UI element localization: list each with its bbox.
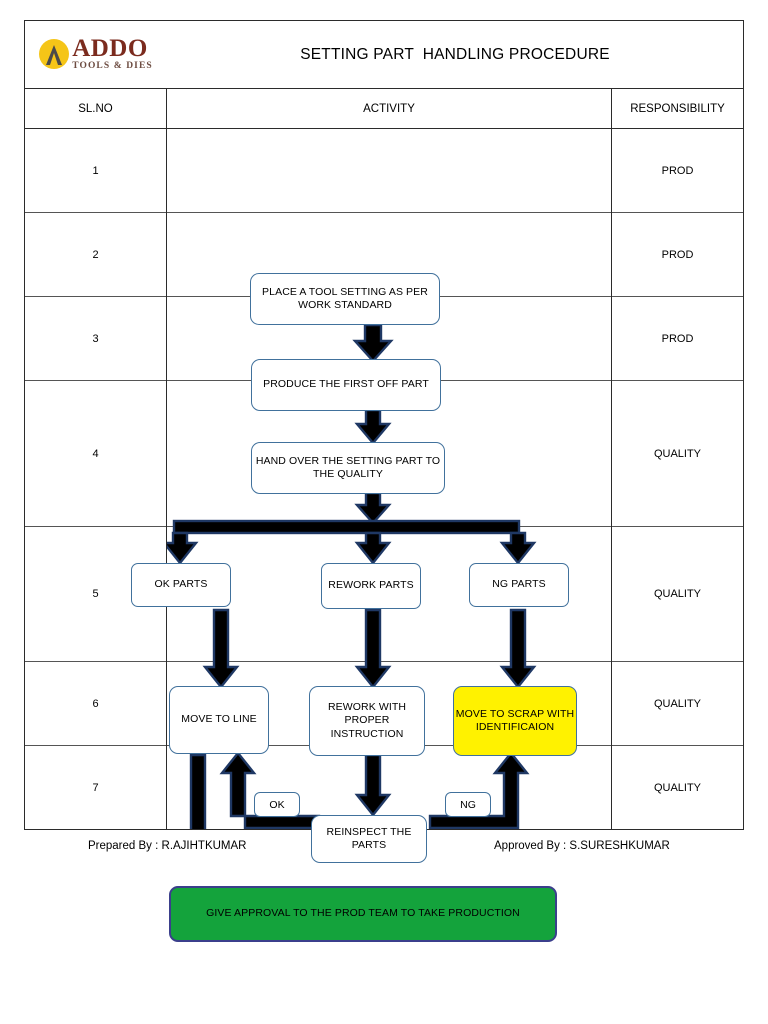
table-row: 3	[25, 297, 166, 381]
header-activity: ACTIVITY	[167, 89, 612, 128]
prepared-by: Prepared By : R.AJIHTKUMAR	[88, 840, 247, 852]
node-ng-parts[interactable]: NG PARTS	[469, 563, 569, 607]
table-row: 5	[25, 527, 166, 662]
column-slno: 1 2 3 4 5 6 7	[25, 129, 167, 829]
table-row: PROD	[612, 213, 743, 297]
column-responsibility: PROD PROD PROD QUALITY QUALITY QUALITY Q…	[612, 129, 743, 829]
table-row: QUALITY	[612, 381, 743, 527]
table-row: QUALITY	[612, 662, 743, 746]
node-give-approval[interactable]: GIVE APPROVAL TO THE PROD TEAM TO TAKE P…	[169, 886, 557, 942]
header-slno: SL.NO	[25, 89, 167, 128]
node-produce-first-off[interactable]: PRODUCE THE FIRST OFF PART	[251, 359, 441, 411]
table-row: 6	[25, 662, 166, 746]
document-title: SETTING PART HANDLING PROCEDURE	[300, 45, 610, 63]
node-rework-with-instruction[interactable]: REWORK WITH PROPER INSTRUCTION	[309, 686, 425, 756]
approved-by: Approved By : S.SURESHKUMAR	[494, 840, 670, 852]
document-footer: Prepared By : R.AJIHTKUMAR Approved By :…	[24, 840, 744, 864]
addo-mark-icon	[39, 38, 70, 69]
node-move-to-line[interactable]: MOVE TO LINE	[169, 686, 269, 754]
node-hand-over-quality[interactable]: HAND OVER THE SETTING PART TO THE QUALIT…	[251, 442, 445, 494]
procedure-document: ADDO TOOLS & DIES SETTING PART HANDLING …	[24, 20, 744, 942]
table-row: 4	[25, 381, 166, 527]
table-header-row: SL.NO ACTIVITY RESPONSIBILITY	[25, 89, 743, 129]
table-row: QUALITY	[653, 781, 702, 794]
label-ng: NG	[445, 792, 491, 817]
label-ok: OK	[254, 792, 300, 817]
node-rework-parts[interactable]: REWORK PARTS	[321, 563, 421, 609]
node-ok-parts[interactable]: OK PARTS	[131, 563, 231, 607]
logo-tagline: TOOLS & DIES	[72, 60, 153, 71]
table-row: 1	[25, 129, 166, 213]
node-move-to-scrap[interactable]: MOVE TO SCRAP WITH IDENTIFICAION	[453, 686, 577, 756]
table-row: PROD	[612, 129, 743, 213]
logo-company-name: ADDO	[72, 34, 148, 62]
table-body: 1 2 3 4 5 6 7 .ar { fill:#000000;	[25, 129, 743, 942]
table-row: 7	[92, 781, 99, 794]
flowchart-canvas: .ar { fill:#000000; stroke:#1F3864; stro…	[131, 129, 612, 942]
company-logo: ADDO TOOLS & DIES	[25, 21, 167, 88]
column-activity: .ar { fill:#000000; stroke:#1F3864; stro…	[131, 129, 612, 942]
table-row: PROD	[612, 297, 743, 381]
table-row: 2	[25, 213, 166, 297]
header-responsibility: RESPONSIBILITY	[630, 102, 725, 115]
node-reinspect-parts[interactable]: REINSPECT THE PARTS	[311, 815, 427, 863]
document-header: ADDO TOOLS & DIES SETTING PART HANDLING …	[25, 21, 743, 89]
table-row: QUALITY	[612, 527, 743, 662]
node-place-tool-setting[interactable]: PLACE A TOOL SETTING AS PER WORK STANDAR…	[250, 273, 440, 325]
